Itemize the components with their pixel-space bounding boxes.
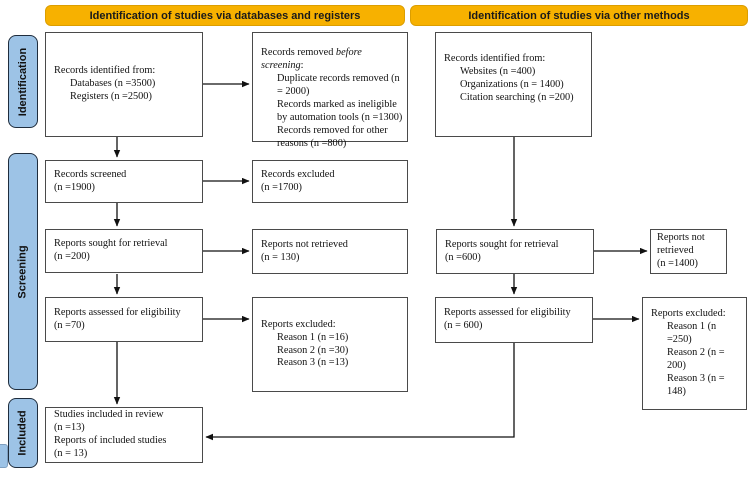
box-line: (n =70) <box>54 319 85 331</box>
screening-label: Screening <box>17 244 29 299</box>
removed-italic: before screening <box>261 47 362 71</box>
reports-assessed-other-box: Reports assessed for eligibility (n = 60… <box>435 297 593 343</box>
reports-sought-other-box: Reports sought for retrieval (n =600) <box>436 229 594 274</box>
box-line: Reports not retrieved <box>657 232 705 257</box>
reports-excluded-other-box: Reports excluded: Reason 1 (n =250) Reas… <box>642 297 747 410</box>
box-line: Records identified from: <box>54 65 156 77</box>
phase-label-identification: Identification <box>8 35 38 128</box>
header-databases-registers: Identification of studies via databases … <box>45 5 405 26</box>
phase-label-screening: Screening <box>8 153 38 390</box>
box-line: Reason 2 (n = 200) <box>667 347 725 371</box>
box-line: Organizations (n = 1400) <box>460 78 564 90</box>
records-removed-box: Records removed before screening: Duplic… <box>252 32 408 149</box>
removed-suffix: : <box>300 59 304 71</box>
box-line: (n =200) <box>54 251 90 262</box>
reports-not-retrieved-databases-box: Reports not retrieved (n = 130) <box>252 229 408 274</box>
box-line: Records removed for other reasons (n =80… <box>277 124 388 149</box>
records-identified-other-box: Records identified from: Websites (n =40… <box>435 32 592 137</box>
records-screened-box: Records screened (n =1900) <box>45 160 203 203</box>
box-line: Records marked as ineligible by automati… <box>277 98 403 123</box>
box-line: (n =1400) <box>657 257 698 269</box>
box-line: (n =1700) <box>261 181 302 193</box>
cutoff-blue-stub <box>0 444 8 468</box>
header-databases-label: Identification of studies via databases … <box>89 9 361 22</box>
phase-label-included: Included <box>8 398 38 468</box>
box-line: Reports assessed for eligibility <box>54 306 181 318</box>
box-line: (n =1900) <box>54 181 95 193</box>
studies-included-box: Studies included in review (n =13) Repor… <box>45 407 203 463</box>
identification-label: Identification <box>17 47 30 116</box>
box-line: (n =13) <box>54 422 85 434</box>
box-line: Registers (n =2500) <box>70 90 152 102</box>
box-line: Records identified from: <box>444 53 546 64</box>
box-line: Citation searching (n =200) <box>460 91 574 103</box>
reports-sought-databases-box: Reports sought for retrieval (n =200) <box>45 229 203 273</box>
box-line: Studies included in review <box>54 409 164 421</box>
header-other-methods: Identification of studies via other meth… <box>410 5 748 26</box>
box-line: Reason 3 (n =13) <box>277 357 349 369</box>
box-line: Reports of included studies <box>54 435 167 446</box>
removed-prefix: Records removed <box>261 47 336 58</box>
box-line: (n = 600) <box>444 320 483 331</box>
box-line: Reason 1 (n =250) <box>667 321 717 346</box>
reports-excluded-databases-box: Reports excluded: Reason 1 (n =16) Reaso… <box>252 297 408 392</box>
box-line: Reports sought for retrieval <box>54 238 168 250</box>
reports-assessed-databases-box: Reports assessed for eligibility (n =70) <box>45 297 203 342</box>
box-line: Reports sought for retrieval <box>445 238 559 250</box>
box-line: Records excluded <box>261 168 335 180</box>
box-line: (n = 13) <box>54 447 88 459</box>
box-line: Reports not retrieved <box>261 238 348 250</box>
box-line: Reports assessed for eligibility <box>444 307 571 319</box>
box-line: Websites (n =400) <box>460 65 536 77</box>
box-line: Reason 3 (n = 148) <box>667 372 725 397</box>
header-other-label: Identification of studies via other meth… <box>468 9 690 22</box>
reports-not-retrieved-other-box: Reports not retrieved (n =1400) <box>650 229 727 274</box>
records-identified-databases-box: Records identified from: Databases (n =3… <box>45 32 203 137</box>
box-line: (n = 130) <box>261 251 300 263</box>
box-line: (n =600) <box>445 251 481 263</box>
box-line: Duplicate records removed (n = 2000) <box>277 72 400 97</box>
included-label: Included <box>17 410 30 456</box>
box-line: Reason 2 (n =30) <box>277 344 349 356</box>
box-line: Reason 1 (n =16) <box>277 331 349 343</box>
records-excluded-box: Records excluded (n =1700) <box>252 160 408 203</box>
box-line: Databases (n =3500) <box>70 78 156 90</box>
box-line: Reports excluded: <box>651 308 726 320</box>
box-line: Records screened <box>54 168 127 180</box>
box-line: Reports excluded: <box>261 318 336 330</box>
box-line: Records removed before screening: <box>261 47 404 73</box>
